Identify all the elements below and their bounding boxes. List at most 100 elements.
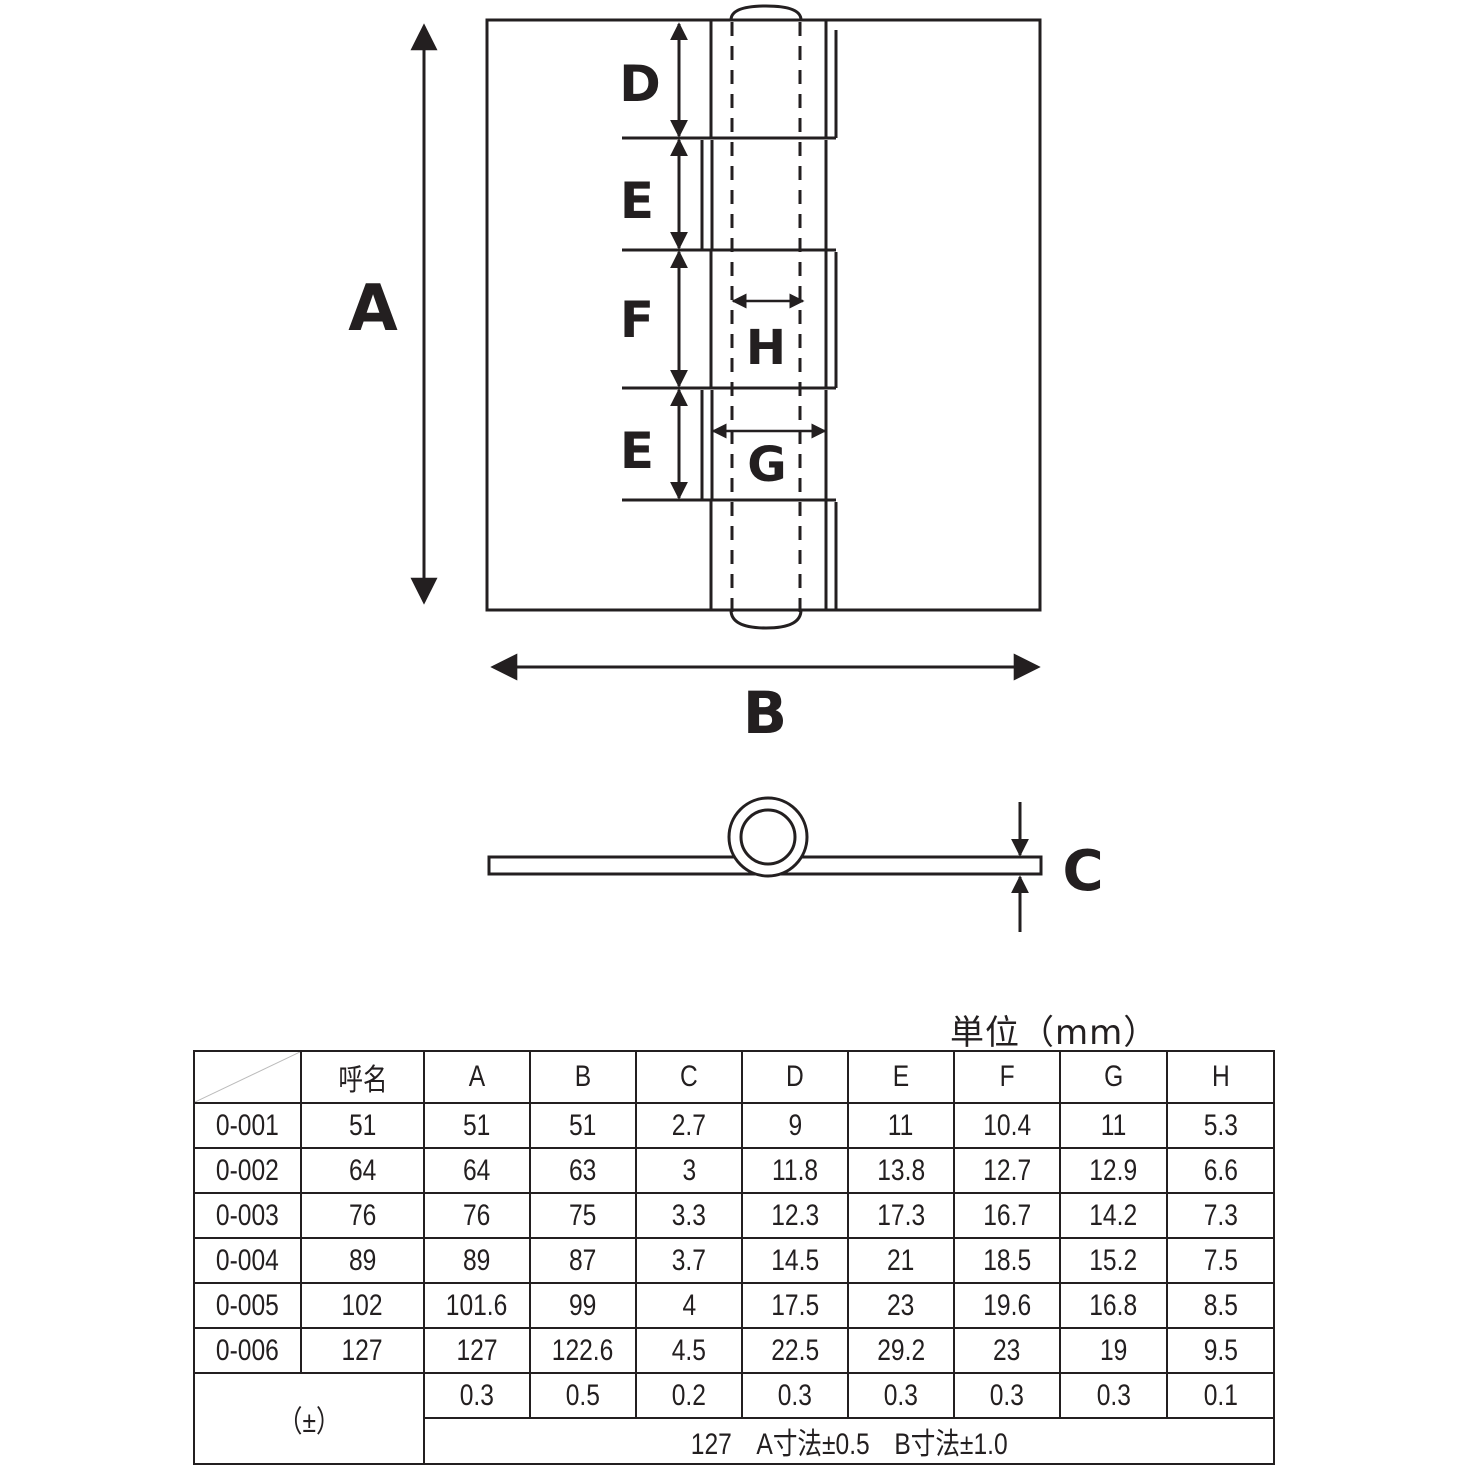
table-cell: 11 (847, 1102, 955, 1149)
table-cell: 13.8 (847, 1147, 955, 1194)
table-cell-text: 13.8 (877, 1153, 925, 1187)
table-cell: 76 (423, 1192, 531, 1239)
label-e-lower: E (620, 422, 654, 480)
pin-top-cap (729, 4, 803, 21)
table-cell: 99 (529, 1282, 637, 1329)
table-cell-text: 89 (348, 1243, 377, 1277)
table-cell-text: 15.2 (1089, 1243, 1138, 1277)
table-cell: 19.6 (953, 1282, 1061, 1329)
table-cell-text: 12.7 (983, 1153, 1031, 1187)
table-cell-text: 3.3 (671, 1198, 707, 1232)
tolerance-cell-text: 0.3 (989, 1378, 1025, 1412)
table-cell-text: 29.2 (877, 1333, 925, 1367)
tolerance-cell: 0.5 (529, 1372, 637, 1419)
label-e-upper: E (620, 172, 654, 230)
table-cell: 14.2 (1059, 1192, 1168, 1239)
tolerance-cell: 0.2 (635, 1372, 743, 1419)
tolerance-cell-text: 0.2 (671, 1378, 707, 1412)
table-cell-text: 8.5 (1203, 1288, 1238, 1322)
table-cell-text: 16.7 (983, 1198, 1031, 1232)
table-cell: 14.5 (741, 1237, 849, 1284)
table-cell: 51 (423, 1102, 531, 1149)
table-cell: 17.5 (741, 1282, 849, 1329)
tolerance-cell-text: 0.1 (1203, 1378, 1238, 1412)
table-cell: 4 (635, 1282, 743, 1329)
table-cell: 16.8 (1059, 1282, 1168, 1329)
table-cell: 23 (847, 1282, 955, 1329)
table-cell: 29.2 (847, 1327, 955, 1374)
table-row-code-text: 0-001 (216, 1108, 279, 1142)
tolerance-note: 127 A寸法±0.5 B寸法±1.0 (423, 1417, 1275, 1465)
table-cell: 12.3 (741, 1192, 849, 1239)
table-cell: 9.5 (1166, 1327, 1275, 1374)
table-cell-text: 122.6 (552, 1333, 614, 1367)
table-cell-text: 102 (341, 1288, 384, 1322)
table-header-cell-text: C (680, 1060, 698, 1093)
table-cell: 18.5 (953, 1237, 1061, 1284)
table-header-cell: A (423, 1050, 531, 1104)
table-cell: 127 (423, 1327, 531, 1374)
table-cell: 3 (635, 1147, 743, 1194)
table-cell-text: 11 (888, 1108, 914, 1142)
hinge-side-view (487, 796, 1043, 932)
table-cell: 3.7 (635, 1237, 743, 1284)
table-corner-cell (193, 1050, 302, 1104)
table-row-code-text: 0-003 (216, 1198, 279, 1232)
table-cell-text: 63 (569, 1153, 597, 1187)
tolerance-note-row: 127 A寸法±0.5 B寸法±1.0 (194, 1417, 1275, 1465)
tolerance-note-text: 127 A寸法±0.5 B寸法±1.0 (690, 1428, 1008, 1461)
table-cell-text: 22.5 (771, 1333, 819, 1367)
table-header-cell-text: F (999, 1060, 1015, 1093)
table-header-cell: 呼名 (300, 1050, 425, 1104)
table-cell: 7.5 (1166, 1237, 1275, 1284)
pin-bottom-cap (729, 609, 803, 630)
tolerance-cell-text: 0.3 (777, 1378, 813, 1412)
label-f: F (620, 291, 654, 349)
hinge-dimension-drawing: A B D E F E H G C (348, 4, 1104, 932)
table-row-code: 0-002 (193, 1147, 302, 1194)
table-cell: 51 (529, 1102, 637, 1149)
table-cell-text: 89 (463, 1243, 491, 1277)
table-cell: 89 (300, 1237, 425, 1284)
table-cell-text: 3 (682, 1153, 696, 1187)
label-h: H (746, 320, 786, 376)
table-cell: 64 (423, 1147, 531, 1194)
tolerance-cell-text: 0.3 (459, 1378, 495, 1412)
tolerance-cell-text: 0.3 (883, 1378, 919, 1412)
table-cell: 101.6 (423, 1282, 531, 1329)
table-cell: 19 (1059, 1327, 1168, 1374)
table-cell: 16.7 (953, 1192, 1061, 1239)
tolerance-cell: 0.3 (847, 1372, 955, 1419)
table-cell-text: 9.5 (1203, 1333, 1238, 1367)
table-cell-text: 16.8 (1089, 1288, 1138, 1322)
unit-note: 単位（mm） (950, 1013, 1159, 1053)
table-header-cell-text: 呼名 (337, 1064, 388, 1097)
table-header-cell-text: G (1103, 1060, 1124, 1093)
table-cell: 15.2 (1059, 1237, 1168, 1284)
table-header-cell-text: A (468, 1060, 486, 1093)
table-cell-text: 3.7 (671, 1243, 707, 1277)
table-cell: 12.9 (1059, 1147, 1168, 1194)
table-row-code: 0-004 (193, 1237, 302, 1284)
table-cell-text: 7.3 (1203, 1198, 1238, 1232)
table-cell: 87 (529, 1237, 637, 1284)
table-cell-text: 9 (788, 1108, 802, 1142)
label-c: C (1062, 839, 1103, 904)
table-cell: 12.7 (953, 1147, 1061, 1194)
table-cell-text: 127 (456, 1333, 498, 1367)
table-cell: 127 (300, 1327, 425, 1374)
table-cell-text: 51 (463, 1108, 491, 1142)
table-header-cell-text: E (892, 1060, 910, 1093)
table-cell: 23 (953, 1327, 1061, 1374)
table-cell: 122.6 (529, 1327, 637, 1374)
table-cell-text: 14.2 (1089, 1198, 1138, 1232)
table-header-cell-text: D (786, 1060, 804, 1093)
table-cell-text: 127 (341, 1333, 384, 1367)
dimension-lines (410, 22, 1041, 681)
